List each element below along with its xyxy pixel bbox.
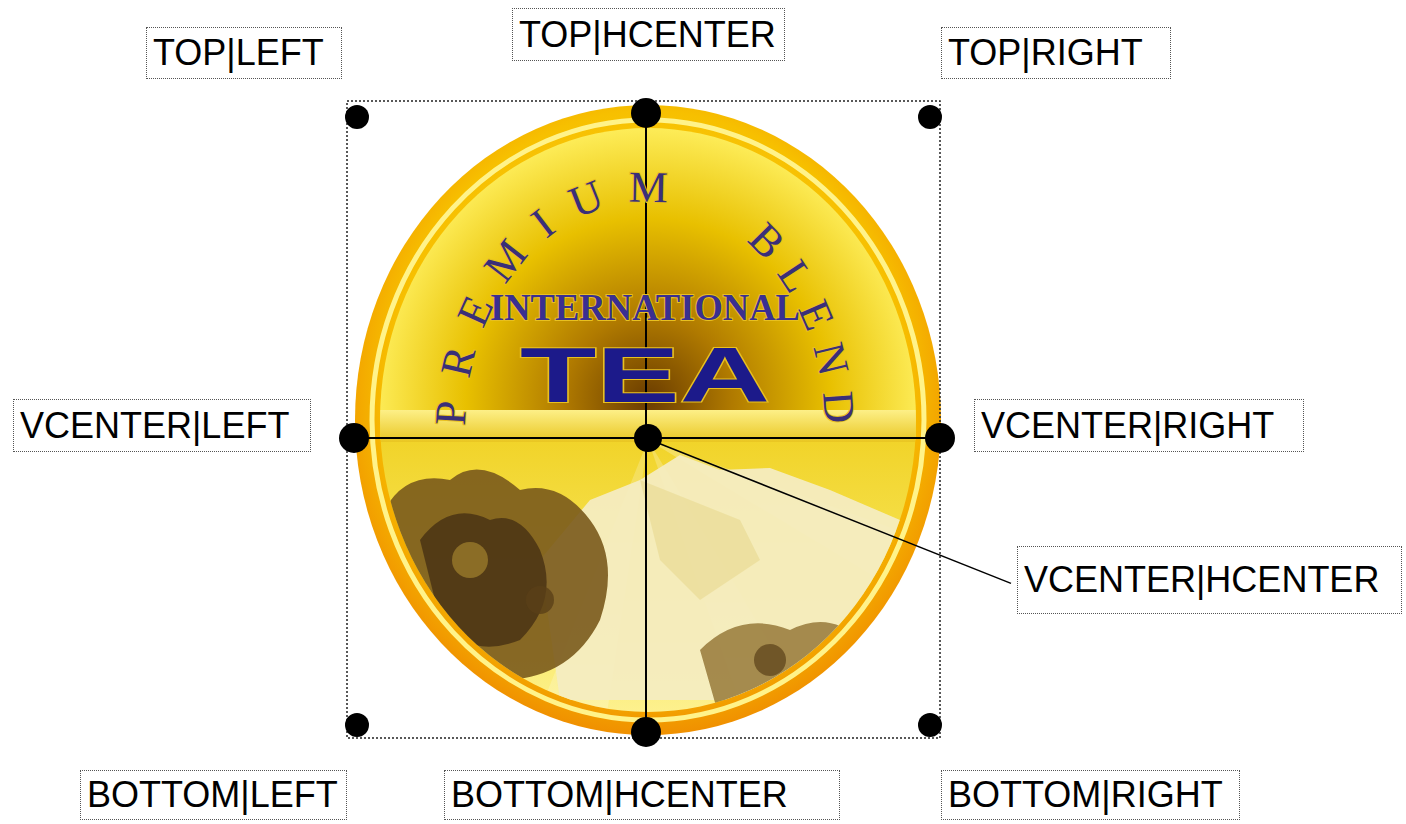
logo-text: INTERNATIONAL — [490, 286, 800, 328]
anchor-dot — [345, 713, 369, 737]
label-text: BOTTOM|HCENTER — [451, 774, 788, 816]
bounding-box — [347, 101, 940, 738]
label-text: BOTTOM|RIGHT — [948, 774, 1223, 816]
anchor-dot — [918, 713, 942, 737]
label-text: TOP|LEFT — [153, 32, 324, 74]
anchor-dot — [925, 423, 955, 453]
anchor-label: TOP|LEFT — [146, 27, 342, 79]
anchor-label: BOTTOM|HCENTER — [444, 770, 840, 820]
label-text: VCENTER|RIGHT — [981, 405, 1274, 447]
anchor-label: VCENTER|LEFT — [13, 399, 311, 452]
logo-text: TEA — [520, 331, 770, 419]
anchor-dot — [345, 105, 369, 129]
anchor-label: BOTTOM|LEFT — [80, 770, 347, 820]
label-text: TOP|HCENTER — [519, 14, 776, 56]
label-text: VCENTER|LEFT — [20, 405, 289, 447]
anchor-dot — [339, 423, 369, 453]
anchor-dot — [631, 98, 661, 128]
anchor-dot — [631, 717, 661, 747]
label-text: BOTTOM|LEFT — [87, 774, 338, 816]
anchor-dot — [634, 424, 662, 452]
inner-disc — [340, 100, 980, 760]
anchor-dots — [339, 98, 955, 747]
anchor-label: VCENTER|RIGHT — [974, 399, 1304, 452]
label-text: VCENTER|HCENTER — [1024, 559, 1379, 601]
anchor-label: TOP|RIGHT — [941, 27, 1171, 79]
anchor-label: VCENTER|HCENTER — [1017, 546, 1402, 614]
label-text: TOP|RIGHT — [948, 32, 1143, 74]
anchor-label: TOP|HCENTER — [512, 8, 785, 61]
anchor-label: BOTTOM|RIGHT — [941, 770, 1240, 820]
anchor-dot — [918, 105, 942, 129]
leader-line — [658, 443, 1011, 583]
